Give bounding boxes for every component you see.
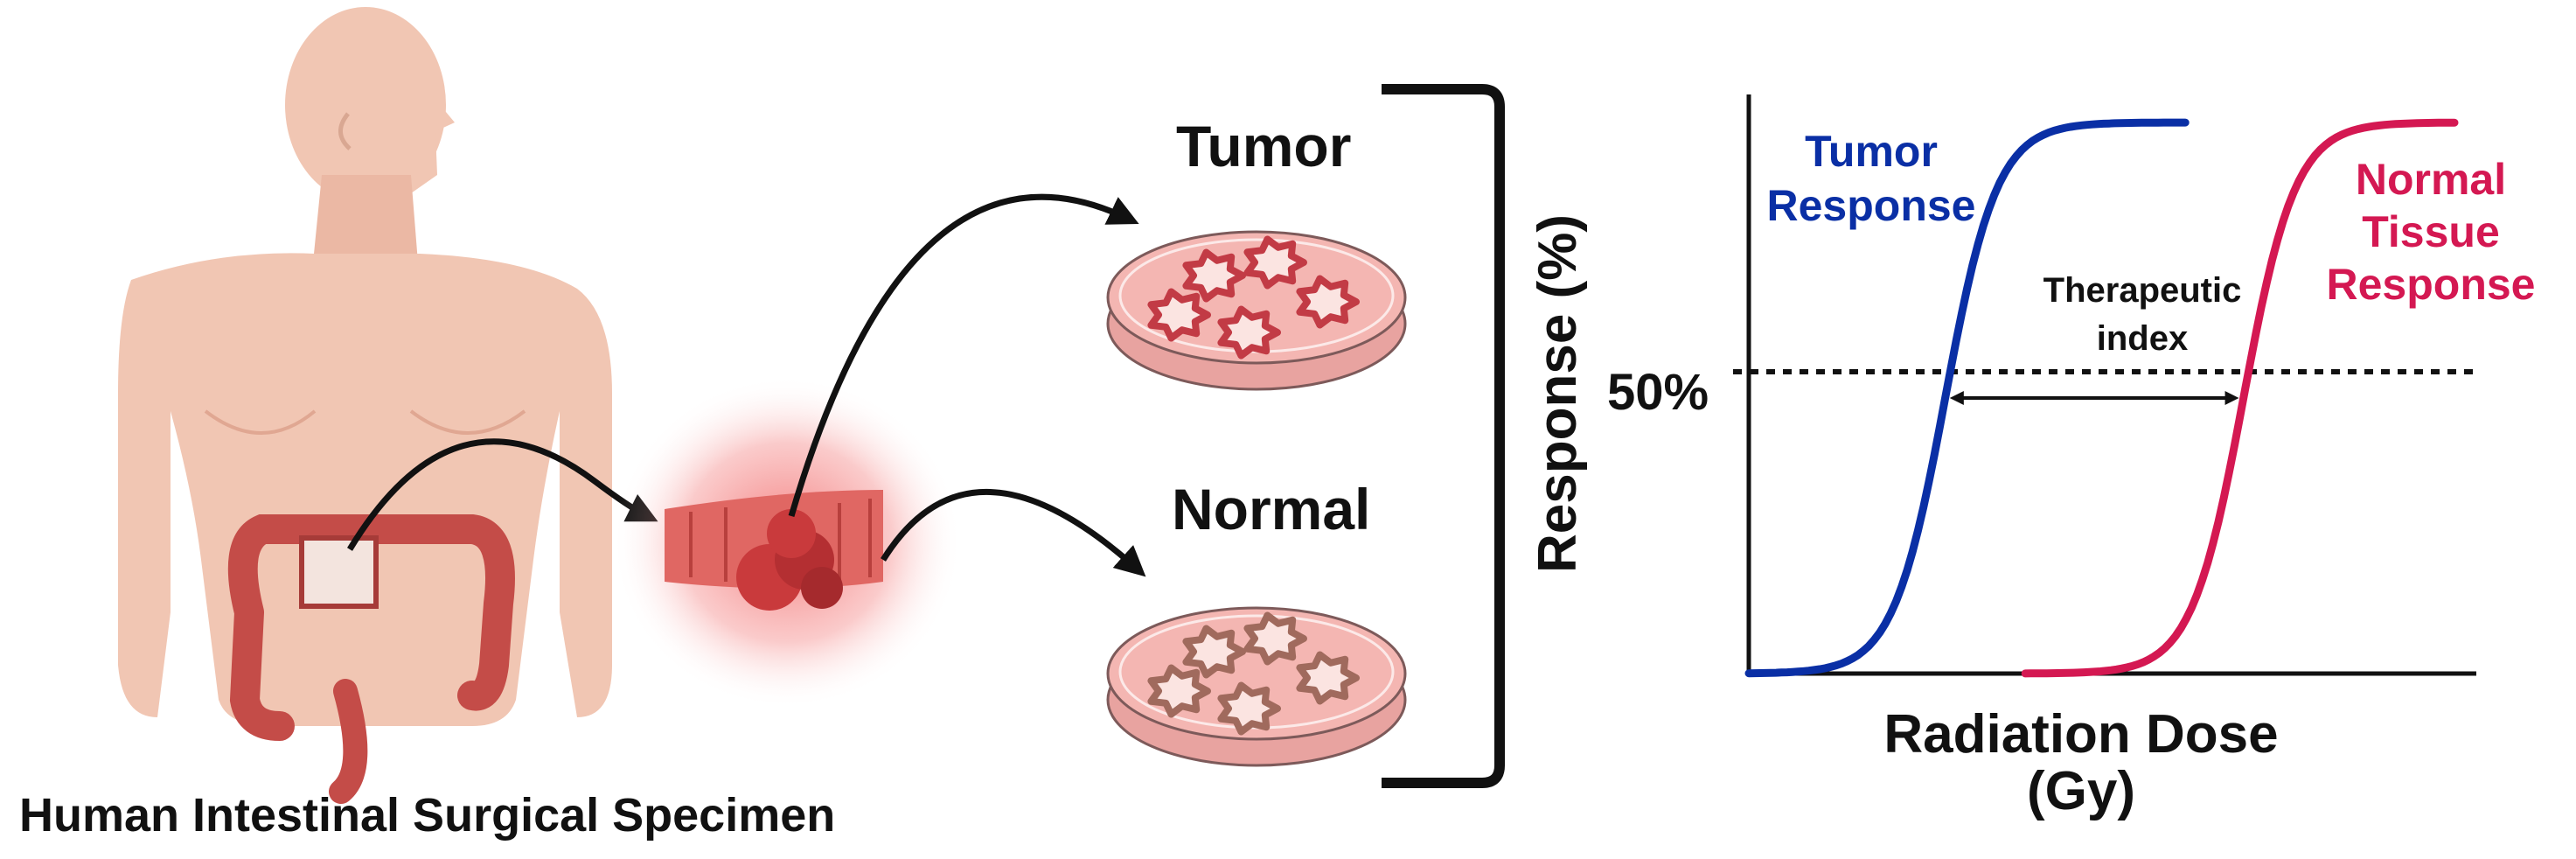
x-axis-label-line1: Radiation Dose <box>1883 704 2278 765</box>
chest-contour-right <box>409 409 526 435</box>
organoid <box>1217 681 1281 736</box>
arrow-to-tumor-dish <box>788 193 1139 517</box>
specimen-caption: Human Intestinal Surgical Specimen <box>19 789 835 842</box>
arrow-to-normal-dish <box>881 489 1146 577</box>
organoid <box>1182 625 1246 679</box>
therapeutic-index-label-line2: index <box>2097 319 2188 358</box>
human-ear <box>338 112 352 150</box>
normal-series-label-line3: Response <box>2327 260 2536 309</box>
chest-contour-left <box>204 409 317 435</box>
x-axis-label-line2: (Gy) <box>2027 761 2135 821</box>
organoid <box>1147 288 1211 342</box>
human-torso <box>118 253 612 726</box>
colon-sigmoid <box>329 679 368 804</box>
tumor-dish-label: Tumor <box>1176 114 1351 178</box>
tumor-petri-dish <box>1106 230 1407 391</box>
normal-tissue-response-curve <box>2021 118 2459 678</box>
organoid <box>1296 651 1360 705</box>
organoid <box>1243 611 1307 666</box>
organoid <box>1182 248 1246 303</box>
grouping-bracket <box>1382 84 1505 788</box>
organoid <box>1217 305 1281 360</box>
dose-response-chart <box>1733 94 2476 678</box>
normal-dish-label: Normal <box>1172 477 1370 541</box>
tumor-response-curve <box>1744 118 2190 678</box>
human-body-illustration <box>118 7 612 804</box>
intestinal-specimen <box>612 376 962 709</box>
fifty-percent-label: 50% <box>1607 364 1709 421</box>
human-neck <box>313 175 418 262</box>
tumor-mass-4 <box>801 567 843 609</box>
colon-illustration <box>227 514 515 741</box>
normal-petri-dish <box>1106 606 1407 767</box>
specimen-selection-box <box>299 535 379 609</box>
specimen-fold-lines <box>689 499 872 582</box>
tumor-mass-3 <box>767 509 816 558</box>
tumor-series-label-line2: Response <box>1767 181 1976 230</box>
organoid <box>1147 664 1211 718</box>
therapeutic-index-label-line1: Therapeutic <box>2043 271 2242 310</box>
normal-series-label-line2: Tissue <box>2362 207 2500 256</box>
organoid <box>1243 235 1307 290</box>
organoid <box>1296 275 1360 329</box>
normal-series-label-line1: Normal <box>2356 155 2506 204</box>
y-axis-label: Response (%) <box>1528 214 1588 573</box>
tumor-series-label-line1: Tumor <box>1805 127 1938 176</box>
